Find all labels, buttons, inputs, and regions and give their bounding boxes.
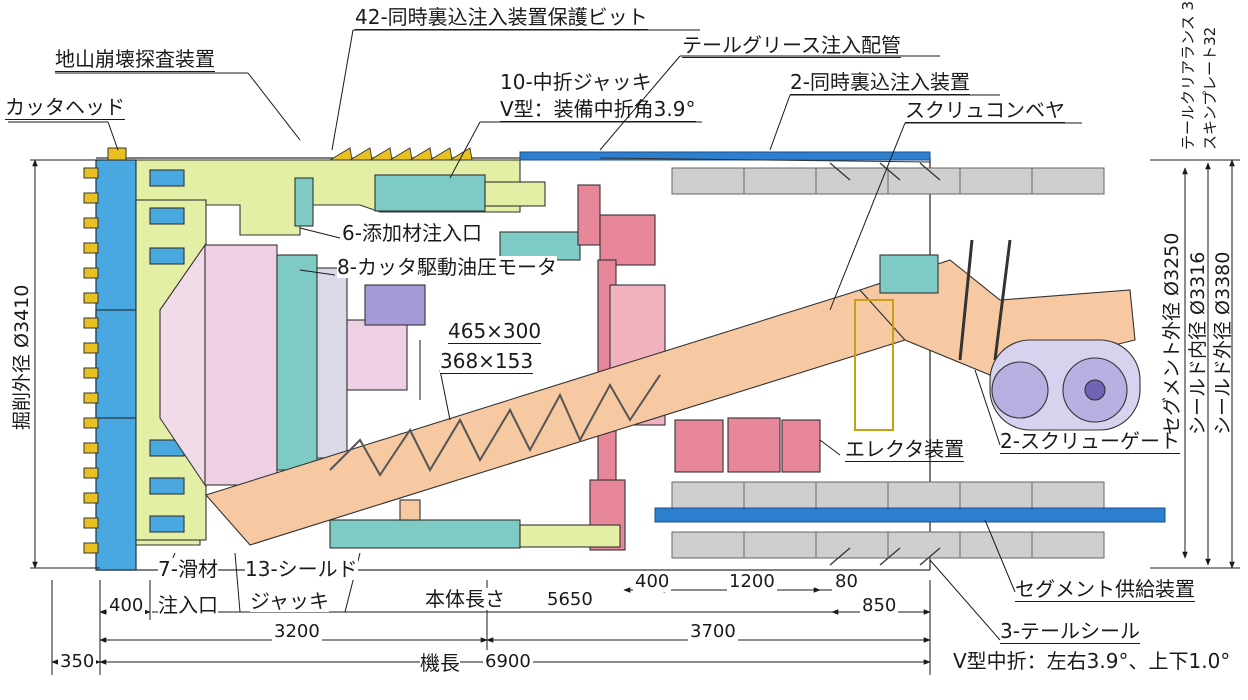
label-excavation-diameter: 掘削外径 Ø3410 bbox=[11, 284, 33, 430]
cutter-bit bbox=[83, 167, 99, 179]
label-backfill: 2-同時裏込注入装置 bbox=[790, 70, 970, 95]
label-shield-jack-1: 13-シールド bbox=[245, 557, 358, 581]
label-machine-length: 機長 bbox=[420, 651, 460, 675]
shield-jack bbox=[329, 499, 621, 549]
cutter-bit bbox=[83, 292, 99, 304]
segment-block bbox=[743, 167, 817, 195]
label-screw-conveyor: スクリュコンベヤ bbox=[905, 98, 1065, 123]
segment-block bbox=[887, 531, 961, 559]
segment-block bbox=[1031, 167, 1105, 195]
dim-850: 850 bbox=[860, 595, 899, 616]
segment-block bbox=[959, 481, 1033, 509]
label-tail-clearance: テールクリアランス 33 bbox=[1179, 0, 1197, 150]
cutter-bit bbox=[83, 467, 99, 479]
dim-400a: 400 bbox=[107, 595, 146, 616]
cutter-bit bbox=[83, 217, 99, 229]
cutter-bit bbox=[83, 492, 99, 504]
cutter-bit bbox=[83, 417, 99, 429]
cutter-bit bbox=[83, 542, 99, 554]
segment-block bbox=[815, 167, 889, 195]
cutter-bit bbox=[83, 367, 99, 379]
segment-hoist bbox=[854, 299, 1141, 431]
label-additive-port: 6-添加材注入口 bbox=[342, 221, 482, 245]
label-cutter-head: カッタヘッド bbox=[5, 95, 125, 120]
segment-block bbox=[815, 481, 889, 509]
segment-block bbox=[815, 531, 889, 559]
segment-block bbox=[1031, 531, 1105, 559]
dim-350: 350 bbox=[58, 651, 97, 672]
dim-3200: 3200 bbox=[272, 621, 322, 642]
segment-block bbox=[1031, 481, 1105, 509]
dim-1200: 1200 bbox=[727, 571, 777, 592]
segment-block bbox=[887, 167, 961, 195]
protection-bits bbox=[328, 147, 473, 161]
label-protection-bit: 42-同時裏込注入装置保護ビット bbox=[355, 5, 648, 30]
dim-3700: 3700 bbox=[688, 621, 738, 642]
segment-block bbox=[671, 167, 745, 195]
cutter-bit bbox=[83, 317, 99, 329]
dim-6900: 6900 bbox=[483, 651, 533, 672]
label-v-type: V型：装備中折角3.9° bbox=[500, 97, 696, 122]
dim-5650: 5650 bbox=[545, 589, 595, 610]
cutter-bit bbox=[83, 192, 99, 204]
segment-feeder-rail bbox=[654, 507, 1166, 523]
cutter-bit bbox=[83, 392, 99, 404]
articulation-jacks bbox=[294, 174, 581, 261]
label-tail-grease: テールグリース注入配管 bbox=[682, 33, 901, 58]
cutter-bit bbox=[83, 517, 99, 529]
label-screw-gate: 2-スクリューゲート bbox=[1000, 429, 1180, 454]
label-size-a: 465×300 bbox=[448, 319, 542, 344]
label-skin-plate: スキンプレート32 bbox=[1201, 26, 1219, 150]
label-segment-od: セグメント外径 Ø3250 bbox=[1161, 232, 1183, 435]
segment-block bbox=[959, 531, 1033, 559]
label-v-type-bend: V型中折：左右3.9°、上下1.0° bbox=[953, 649, 1231, 673]
dim-80: 80 bbox=[833, 571, 860, 592]
dim-400b: 400 bbox=[633, 571, 672, 592]
label-ground-collapse: 地山崩壊探査装置 bbox=[55, 47, 215, 72]
erector-device bbox=[674, 417, 821, 473]
label-size-b: 368×153 bbox=[440, 349, 534, 374]
segment-block bbox=[671, 481, 745, 509]
segment-block bbox=[959, 167, 1033, 195]
label-shield-jack-2: ジャッキ bbox=[250, 589, 329, 613]
leader-lines bbox=[8, 29, 1082, 641]
label-segment-feeder: セグメント供給装置 bbox=[1015, 577, 1195, 602]
label-shield-od: シールド外径 Ø3380 bbox=[1212, 251, 1234, 435]
label-body-length: 本体長さ bbox=[425, 587, 505, 611]
segments bbox=[671, 167, 1105, 559]
cutter-bit bbox=[83, 442, 99, 454]
label-tail-seal: 3-テールシール bbox=[1000, 619, 1140, 644]
cutter-bits bbox=[83, 167, 99, 554]
segment-block bbox=[671, 531, 745, 559]
cutter-bit bbox=[83, 342, 99, 354]
label-lubricant-1: 7-滑材 bbox=[158, 557, 218, 581]
backfill-pipe bbox=[519, 151, 931, 163]
segment-block bbox=[743, 481, 817, 509]
label-cutter-motor: 8-カッタ駆動油圧モータ bbox=[337, 255, 557, 279]
label-articulation-jack: 10-中折ジャッキ bbox=[500, 70, 652, 94]
label-erector: エレクタ装置 bbox=[845, 437, 965, 462]
cutter-drive bbox=[159, 243, 426, 487]
cutter-bit bbox=[83, 242, 99, 254]
cutter-bit bbox=[83, 267, 99, 279]
label-lubricant-2: 注入口 bbox=[158, 593, 218, 617]
segment-block bbox=[887, 481, 961, 509]
segment-block bbox=[743, 531, 817, 559]
label-shield-id: シールド内径 Ø3316 bbox=[1187, 251, 1209, 435]
tail-seal bbox=[829, 162, 941, 566]
